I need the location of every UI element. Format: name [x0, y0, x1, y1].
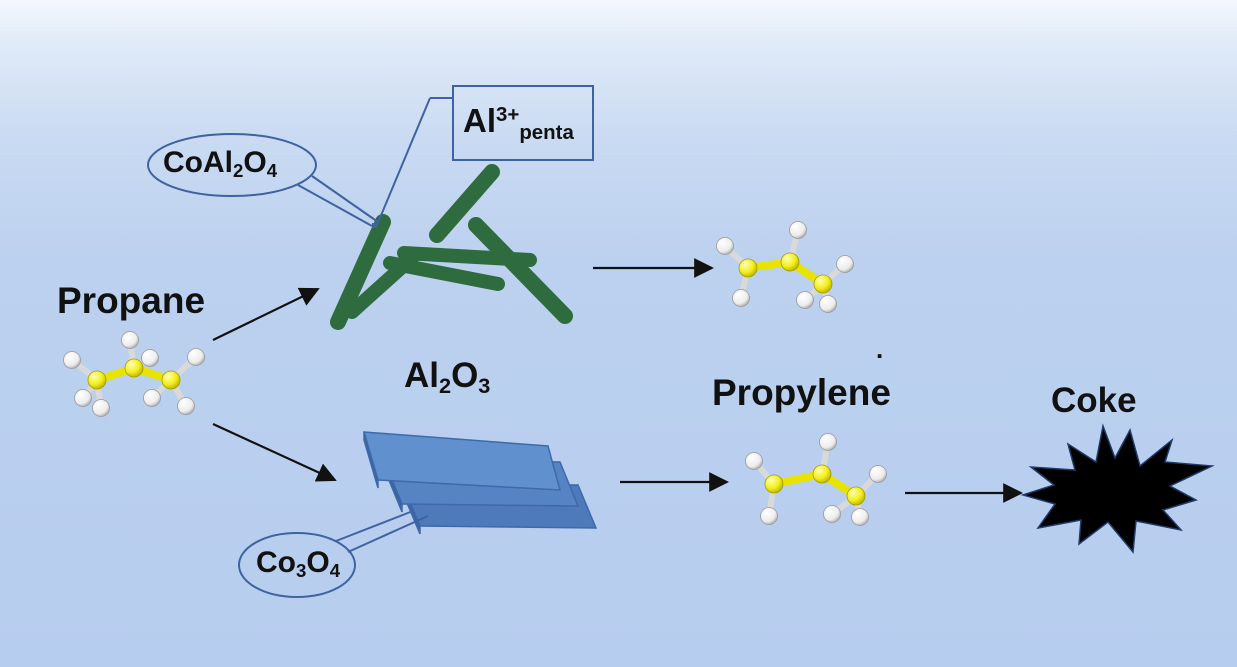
coal2o4-sub-2: 4 [266, 160, 278, 182]
al-penta-sub: penta [519, 121, 574, 145]
al2o3-rod [468, 217, 573, 324]
stray-dot: . [876, 334, 884, 364]
carbon-atom [87, 370, 107, 390]
callout-coal2o4 [147, 133, 379, 228]
hydrogen-atom [92, 399, 110, 417]
hydrogen-atom [187, 348, 205, 366]
co3o4-plate [363, 431, 379, 489]
co3o4-sub-2: 4 [329, 560, 341, 582]
hydrogen-atom [745, 452, 763, 470]
propane-label: Propane [57, 280, 206, 321]
al2o3-rods [330, 164, 573, 330]
hydrogen-atom [177, 397, 195, 415]
carbon-atom [738, 258, 758, 278]
propylene-molecule-top [716, 221, 854, 313]
al2o3-text-o: O [451, 356, 479, 395]
al2o3-rod [330, 214, 391, 330]
hydrogen-atom [836, 255, 854, 273]
carbon-atom [764, 474, 784, 494]
al2o3-rod [429, 164, 500, 243]
coal2o4-text-o: O [243, 146, 267, 179]
hydrogen-atom [121, 331, 139, 349]
callout-co3o4 [238, 510, 429, 598]
propane-molecule [63, 331, 205, 417]
al-penta-text-al: Al [463, 102, 496, 139]
al2o3-label: Al2O3 [404, 358, 490, 397]
coke-label: Coke [1051, 381, 1137, 420]
hydrogen-atom [63, 351, 81, 369]
hydrogen-atom [819, 433, 837, 451]
coke-icon [1020, 423, 1215, 554]
carbon-atom [161, 370, 181, 390]
hydrogen-atom [732, 289, 750, 307]
arrow-propane-to-co3o4 [212, 423, 337, 482]
al-penta-label: Al3+penta [463, 104, 574, 144]
hydrogen-atom [819, 295, 837, 313]
hydrogen-atom [869, 465, 887, 483]
co3o4-sub-1: 3 [296, 560, 307, 582]
co3o4-label: Co3O4 [256, 548, 340, 581]
callout-al-penta [376, 85, 594, 226]
callout-coal2o4-ellipse [147, 133, 317, 197]
al2o3-text-al: Al [404, 356, 439, 395]
coal2o4-label: CoAl2O4 [163, 148, 277, 181]
al-penta-sup: 3+ [496, 102, 520, 126]
co3o4-text-co: Co [256, 546, 296, 579]
al2o3-rod [383, 256, 505, 291]
al2o3-sub-1: 2 [439, 373, 452, 399]
co3o4-text-o: O [306, 546, 330, 579]
callout-co3o4-ellipse [238, 532, 356, 598]
hydrogen-atom [789, 221, 807, 239]
arrow-propane-to-al2o3 [212, 287, 320, 341]
carbon-atom [124, 358, 144, 378]
coal2o4-text-coal: CoAl [163, 146, 233, 179]
co3o4-plates [362, 431, 598, 535]
al2o3-sub-2: 3 [478, 373, 491, 399]
hydrogen-atom [851, 508, 869, 526]
carbon-atom [846, 486, 866, 506]
propylene-label: Propylene [712, 372, 891, 413]
hydrogen-atom [796, 291, 814, 309]
hydrogen-atom [141, 349, 159, 367]
hydrogen-atom [143, 389, 161, 407]
carbon-atom [813, 274, 833, 294]
callout-al-penta-box [452, 85, 594, 161]
hydrogen-atom [74, 389, 92, 407]
hydrogen-atom [716, 237, 734, 255]
propylene-molecule-bottom [745, 433, 887, 526]
coal2o4-sub-1: 2 [233, 160, 244, 182]
hydrogen-atom [760, 507, 778, 525]
hydrogen-atom [823, 505, 841, 523]
carbon-atom [780, 252, 800, 272]
carbon-atom [812, 464, 832, 484]
co3o4-plate [362, 431, 561, 491]
reaction-arrows [212, 258, 1023, 503]
